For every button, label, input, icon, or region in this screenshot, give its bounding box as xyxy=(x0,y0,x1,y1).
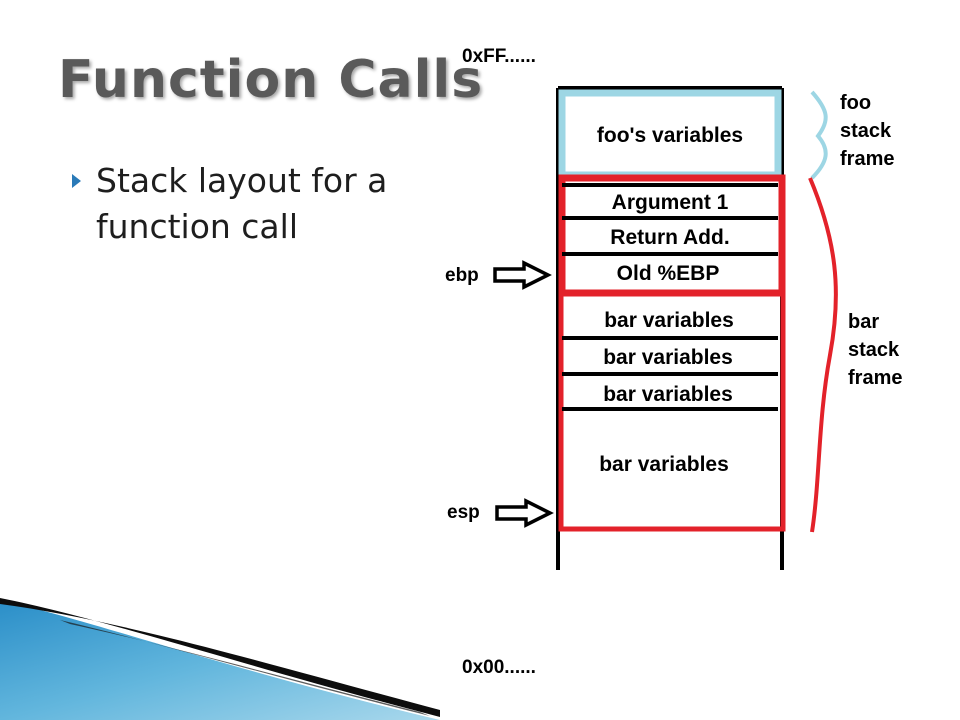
slide-title: Function Calls xyxy=(58,50,484,110)
bar-variables-label: bar variables xyxy=(603,346,733,369)
ebp-label: ebp xyxy=(445,265,479,286)
bottom-address-label: 0x00...... xyxy=(462,657,536,678)
foo-frame-label-line: frame xyxy=(840,148,894,170)
swoosh-shadow xyxy=(60,620,430,716)
swoosh-fill xyxy=(0,600,440,720)
ebp-arrow-icon xyxy=(493,260,552,290)
bullet-arrow-icon xyxy=(72,174,81,188)
bar-frame-label-line: bar xyxy=(848,311,879,333)
bullet-text: Stack layout for a function call xyxy=(96,161,388,246)
bar-frame-label-line: frame xyxy=(848,367,902,389)
bar-variables-label: bar variables xyxy=(603,383,733,406)
bar-frame-label-line: stack xyxy=(848,339,900,361)
foo-frame-brace xyxy=(810,90,828,180)
call-linkage-box xyxy=(558,174,786,297)
bullet-point: Stack layout for a function call xyxy=(72,158,432,250)
bar-frame-brace xyxy=(808,177,838,533)
swoosh-edge xyxy=(0,598,440,717)
foo-frame-label-line: stack xyxy=(840,120,892,142)
old-ebp-label: Old %EBP xyxy=(617,262,720,285)
bottom-swoosh-decoration xyxy=(0,598,440,720)
top-address-label: 0xFF...... xyxy=(462,46,536,67)
foo-frame-label-line: foo xyxy=(840,92,871,114)
argument-1-label: Argument 1 xyxy=(612,191,729,214)
esp-label: esp xyxy=(447,502,480,523)
foo-variables-label: foo's variables xyxy=(597,124,743,147)
esp-arrow-icon xyxy=(495,498,554,528)
bar-variables-label: bar variables xyxy=(604,309,734,332)
return-address-label: Return Add. xyxy=(610,226,729,249)
bar-variables-label: bar variables xyxy=(599,453,729,476)
